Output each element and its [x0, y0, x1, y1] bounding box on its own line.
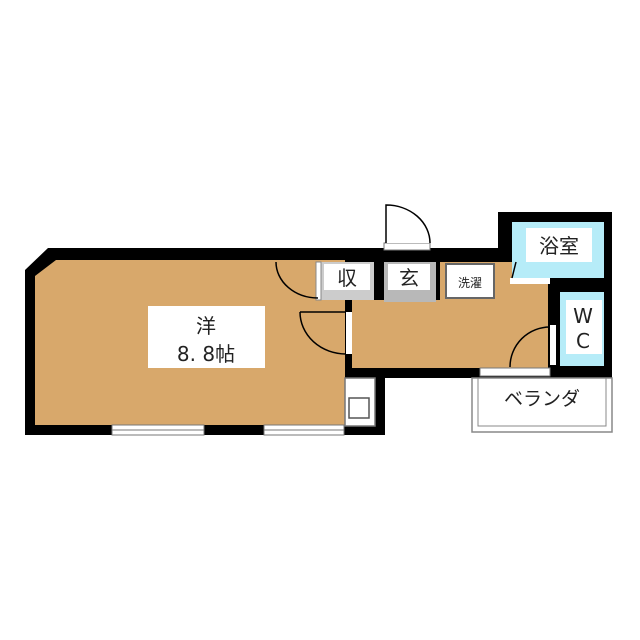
front-door-opening — [383, 242, 431, 251]
corridor-floor — [352, 300, 548, 368]
room-door-swing — [299, 311, 347, 355]
bathroom-label-bg — [526, 228, 592, 262]
laundry-space — [445, 263, 495, 299]
balcony-window — [479, 367, 551, 377]
western-room-size: 8. 8帖 — [177, 342, 235, 366]
toilet-label-c: C — [576, 329, 590, 353]
storage-label: 収 — [337, 266, 357, 290]
toilet-door-swing — [509, 326, 551, 368]
western-room-type: 洋 — [196, 314, 216, 338]
bathroom-label: 浴室 — [539, 234, 579, 258]
storage-inner — [324, 264, 370, 290]
toilet-label-bg — [566, 300, 602, 354]
storage-door — [315, 261, 322, 301]
room-door — [346, 312, 352, 354]
laundry-label: 洗濯 — [458, 276, 482, 290]
sink — [348, 397, 370, 419]
bathroom-door-swing — [511, 261, 517, 279]
entrance-inner — [388, 264, 430, 290]
balcony-label: ベランダ — [504, 388, 580, 410]
western-room-label-bg — [148, 306, 265, 368]
toilet-label-w: W — [573, 304, 593, 328]
storage-door-swing — [275, 261, 319, 299]
toilet-door — [550, 325, 556, 365]
balcony-inner — [477, 377, 607, 427]
bathroom-door — [510, 278, 550, 284]
entrance-label: 玄 — [399, 266, 419, 290]
front-door-swing — [385, 204, 431, 244]
